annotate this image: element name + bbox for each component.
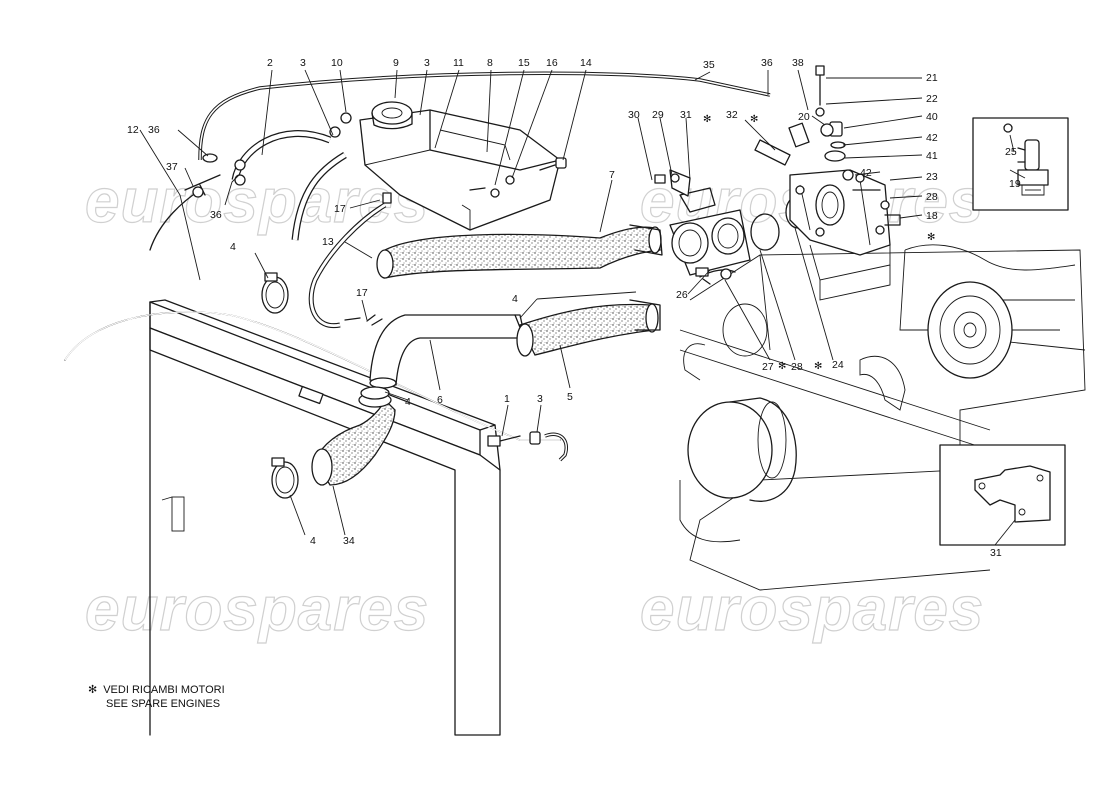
callout-28: 28 [791,361,803,373]
callout-25: 25 [1005,146,1017,158]
star-marker: ✻ [750,114,758,125]
watermark-text: eurospares [640,575,984,644]
callout-17: 17 [334,203,346,215]
callout-40: 40 [926,111,938,123]
leader-lines [139,69,1026,546]
callout-15: 15 [518,57,530,69]
callout-9: 9 [393,57,399,69]
callout-32: 32 [726,109,738,121]
callout-37: 37 [166,161,178,173]
callout-16: 16 [546,57,558,69]
hose-5 [516,299,661,357]
callout-4: 4 [310,535,316,547]
star-markers: ✻ ✻ ✻ ✻ ✻ [703,114,935,372]
water-pump-housing [789,169,901,301]
callout-35: 35 [703,59,715,71]
callout-31: 31 [990,547,1002,559]
callout-5: 5 [567,391,573,403]
callout-38: 38 [792,57,804,69]
footnote-symbol: ✻ [88,683,98,696]
callout-42: 42 [926,132,938,144]
sensors [754,65,890,210]
callout-11: 11 [453,57,464,69]
callout-36: 36 [761,57,773,69]
callout-29: 29 [652,109,664,121]
hose-12 [64,311,561,441]
callout-labels: 2 3 10 9 3 11 8 15 16 14 35 36 38 21 22 … [127,57,1021,559]
fittings-bottom [366,173,709,462]
callout-36: 36 [148,124,160,136]
radiator [149,299,501,736]
hose-7 [376,224,663,279]
callout-6: 6 [437,394,443,406]
callout-20: 20 [798,111,810,123]
callout-27: 27 [762,361,774,373]
callout-26: 26 [676,289,688,301]
star-marker: ✻ [814,361,822,372]
callout-4: 4 [512,293,518,305]
thermostat-housing [669,169,811,285]
callout-22: 22 [926,93,938,105]
callout-12: 12 [127,124,139,136]
star-marker: ✻ [703,114,711,125]
pipe-6 [369,314,526,389]
star-marker: ✻ [927,232,935,243]
inset-sender-unit [972,117,1069,211]
callout-23: 23 [926,171,938,183]
callout-8: 8 [487,57,493,69]
callout-24: 24 [832,359,844,371]
callout-18: 18 [926,210,938,222]
callout-10: 10 [331,57,343,69]
star-marker: ✻ [778,361,786,372]
callout-4: 4 [405,396,411,408]
expansion-tank [359,101,567,231]
callout-13: 13 [322,236,334,248]
callout-3: 3 [424,57,430,69]
fittings-left [184,112,352,198]
callout-4: 4 [230,241,236,253]
callout-30: 30 [628,109,640,121]
callout-31: 31 [680,109,692,121]
callout-36: 36 [210,209,222,221]
callout-21: 21 [926,72,938,84]
hose-13 [291,151,392,329]
footnote: ✻ VEDI RICAMBI MOTORI SEE SPARE ENGINES [88,683,225,711]
inset-bracket [939,444,1066,546]
callout-41: 41 [926,150,938,162]
watermark-text: eurospares [85,575,429,644]
callout-1: 1 [504,393,510,405]
footnote-line-2: SEE SPARE ENGINES [106,698,221,710]
callout-28: 28 [926,191,938,203]
hose-clamps [261,272,390,499]
callout-7: 7 [609,169,615,181]
callout-19: 19 [1009,178,1021,190]
callout-14: 14 [580,57,592,69]
callout-42: 42 [860,167,872,179]
callout-17: 17 [356,287,368,299]
watermark-text: eurospares [85,167,429,236]
callout-2: 2 [267,57,273,69]
footnote-line-1: VEDI RICAMBI MOTORI [103,684,225,696]
callout-3: 3 [537,393,543,405]
callout-34: 34 [343,535,355,547]
callout-3: 3 [300,57,306,69]
